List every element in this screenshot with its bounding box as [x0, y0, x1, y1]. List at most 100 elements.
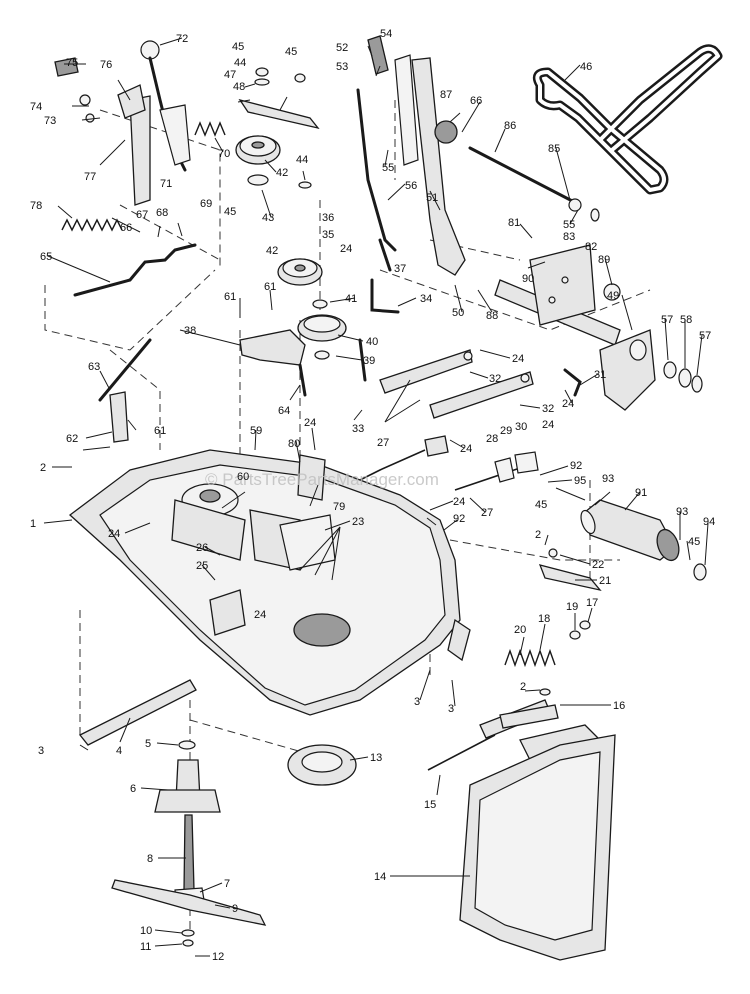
callout-1: 1 — [30, 518, 36, 530]
callout-85: 85 — [548, 143, 560, 155]
idler-bracket — [239, 329, 307, 397]
lift-shaft-assembly — [434, 120, 703, 411]
callout-10: 10 — [140, 925, 152, 937]
callout-90: 90 — [522, 273, 534, 285]
springs — [61, 121, 556, 668]
callout-39: 39 — [363, 355, 375, 367]
callout-23: 23 — [352, 516, 364, 528]
callout-11: 11 — [140, 941, 151, 953]
callout-55: 55 — [382, 162, 394, 174]
callout-62: 62 — [66, 433, 78, 445]
callout-9: 9 — [232, 903, 238, 915]
callout-58: 58 — [680, 314, 692, 326]
callout-72: 72 — [176, 33, 188, 45]
callout-55: 55 — [563, 219, 575, 231]
lift-links — [339, 349, 539, 546]
callout-42: 42 — [276, 167, 288, 179]
callout-61: 61 — [224, 291, 236, 303]
callout-26: 26 — [196, 542, 208, 554]
idler-pulley-lower — [277, 73, 347, 360]
callout-56: 56 — [405, 180, 417, 192]
callout-3: 3 — [414, 696, 420, 708]
callout-66: 66 — [470, 95, 482, 107]
callout-89: 89 — [598, 254, 610, 266]
callout-63: 63 — [88, 361, 100, 373]
callout-24: 24 — [542, 419, 554, 431]
callout-24: 24 — [460, 443, 472, 455]
callout-3: 3 — [38, 745, 44, 757]
callout-88: 88 — [486, 310, 498, 322]
callout-numbers: 1 2 2 2 3 3 3 4 5 6 7 8 9 10 11 12 13 14… — [30, 28, 715, 963]
callout-61: 61 — [264, 281, 276, 293]
callout-20: 20 — [514, 624, 526, 636]
callout-60: 60 — [237, 471, 249, 483]
callout-93: 93 — [676, 506, 688, 518]
callout-50: 50 — [452, 307, 464, 319]
callout-45: 45 — [232, 41, 244, 53]
callout-49: 49 — [607, 290, 619, 302]
callout-15: 15 — [424, 799, 436, 811]
callout-29: 29 — [500, 425, 512, 437]
callout-24: 24 — [304, 417, 316, 429]
callout-24: 24 — [108, 528, 120, 540]
callout-36: 36 — [322, 212, 334, 224]
callout-68: 68 — [156, 207, 168, 219]
callout-28: 28 — [486, 433, 498, 445]
callout-27: 27 — [377, 437, 389, 449]
callout-59: 59 — [250, 425, 262, 437]
callout-24: 24 — [254, 609, 266, 621]
mower-deck — [68, 449, 471, 716]
callout-7: 7 — [224, 878, 230, 890]
callout-46: 46 — [580, 61, 592, 73]
callout-22: 22 — [592, 559, 604, 571]
callout-93: 93 — [602, 473, 614, 485]
front-roller — [538, 499, 707, 640]
callout-2: 2 — [40, 462, 46, 474]
callout-6: 6 — [130, 783, 136, 795]
callout-77: 77 — [84, 171, 96, 183]
callout-76: 76 — [100, 59, 112, 71]
callout-34: 34 — [420, 293, 432, 305]
callout-43: 43 — [262, 212, 274, 224]
callout-83: 83 — [563, 231, 575, 243]
callout-45: 45 — [285, 46, 297, 58]
callout-51: 51 — [426, 192, 438, 204]
callout-12: 12 — [212, 951, 224, 963]
callout-27: 27 — [481, 507, 493, 519]
callout-87: 87 — [440, 89, 452, 101]
callout-30: 30 — [515, 421, 527, 433]
callout-78: 78 — [30, 200, 42, 212]
callout-92: 92 — [570, 460, 582, 472]
callout-42: 42 — [266, 245, 278, 257]
callout-73: 73 — [44, 115, 56, 127]
callout-24: 24 — [453, 496, 465, 508]
callout-95: 95 — [574, 475, 586, 487]
callout-24: 24 — [562, 398, 574, 410]
callout-4: 4 — [116, 745, 122, 757]
callout-53: 53 — [336, 61, 348, 73]
callout-86: 86 — [504, 120, 516, 132]
callout-54: 54 — [380, 28, 392, 40]
callout-33: 33 — [352, 423, 364, 435]
callout-3: 3 — [448, 703, 454, 715]
callout-65: 65 — [40, 251, 52, 263]
callout-57: 57 — [699, 330, 711, 342]
callout-32: 32 — [489, 373, 501, 385]
callout-44: 44 — [296, 154, 308, 166]
callout-47: 47 — [224, 69, 236, 81]
callout-57: 57 — [661, 314, 673, 326]
callout-80: 80 — [288, 438, 300, 450]
callout-37: 37 — [394, 263, 406, 275]
callout-74: 74 — [30, 101, 42, 113]
callout-66: 66 — [120, 222, 132, 234]
callout-40: 40 — [366, 336, 378, 348]
callout-91: 91 — [635, 487, 647, 499]
callout-32: 32 — [542, 403, 554, 415]
callout-52: 52 — [336, 42, 348, 54]
callout-67: 67 — [136, 209, 148, 221]
callout-18: 18 — [538, 613, 550, 625]
callout-41: 41 — [345, 293, 357, 305]
callout-16: 16 — [613, 700, 625, 712]
callout-21: 21 — [599, 575, 611, 587]
